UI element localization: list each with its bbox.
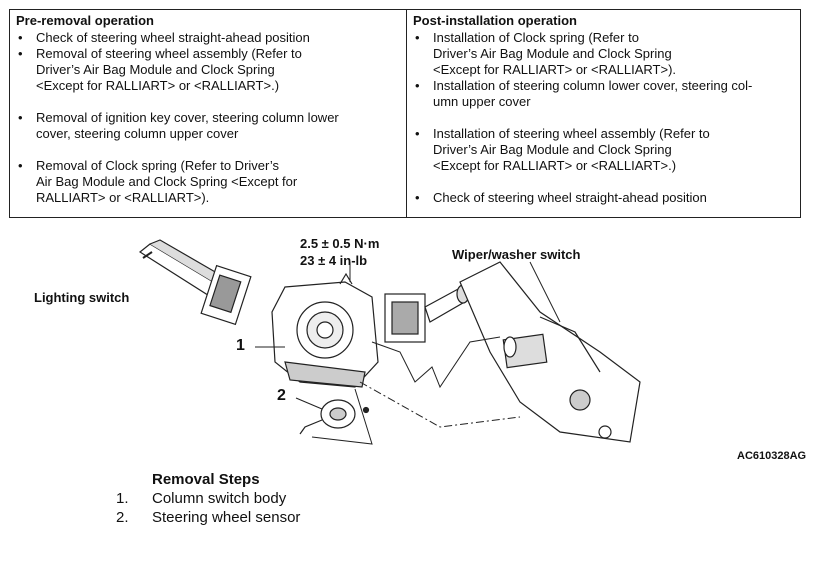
removal-step: 2. Steering wheel sensor — [116, 508, 300, 527]
torque-inlb-label: 23 ± 4 in-lb — [300, 253, 368, 268]
post-installation-item: Installation of Clock spring (Refer to D… — [413, 30, 794, 78]
post-installation-column: Post-installation operation Installation… — [407, 10, 800, 217]
steering-column-drawing — [459, 261, 641, 443]
callout-1: 1 — [236, 337, 245, 354]
lighting-switch-label: Lighting switch — [34, 290, 130, 305]
removal-step-number: 2. — [116, 509, 129, 526]
removal-step-text: Steering wheel sensor — [152, 509, 301, 526]
wiper-switch-drawing — [384, 284, 470, 343]
post-installation-item: Installation of steering column lower co… — [413, 78, 794, 110]
steering-wheel-sensor-drawing — [299, 399, 370, 435]
pre-removal-item: Removal of steering wheel assembly (Refe… — [16, 46, 400, 94]
diagram-illustration — [138, 239, 641, 445]
post-installation-list: Installation of Clock spring (Refer to D… — [413, 30, 794, 206]
pre-removal-list: Check of steering wheel straight-ahead p… — [16, 30, 400, 206]
wiper-washer-switch-label: Wiper/washer switch — [452, 247, 581, 262]
pre-removal-item: Removal of ignition key cover, steering … — [16, 110, 400, 142]
column-switch-body-drawing — [271, 272, 379, 388]
alignment-lines — [255, 261, 561, 445]
removal-steps-title: Removal Steps — [152, 471, 260, 488]
lighting-switch-drawing — [138, 239, 252, 326]
operations-table: Pre-removal operation Check of steering … — [9, 9, 801, 218]
post-installation-item: Installation of steering wheel assembly … — [413, 126, 794, 174]
post-installation-heading: Post-installation operation — [413, 13, 577, 28]
removal-steps: Removal Steps 1. Column switch body 2. S… — [116, 470, 300, 527]
removal-step-number: 1. — [116, 490, 129, 507]
pre-removal-item: Check of steering wheel straight-ahead p… — [16, 30, 400, 46]
pre-removal-heading: Pre-removal operation — [16, 13, 154, 28]
removal-step-text: Column switch body — [152, 490, 287, 507]
post-installation-item: Check of steering wheel straight-ahead p… — [413, 190, 794, 206]
exploded-diagram: 2.5 ± 0.5 N·m 23 ± 4 in-lb Wiper/washer … — [0, 222, 813, 467]
removal-step: 1. Column switch body — [116, 489, 300, 508]
pre-removal-item: Removal of Clock spring (Refer to Driver… — [16, 158, 400, 206]
torque-nm-label: 2.5 ± 0.5 N·m — [300, 236, 380, 251]
callout-2: 2 — [277, 387, 286, 404]
pre-removal-column: Pre-removal operation Check of steering … — [10, 10, 407, 217]
figure-code: AC610328AG — [737, 450, 807, 462]
